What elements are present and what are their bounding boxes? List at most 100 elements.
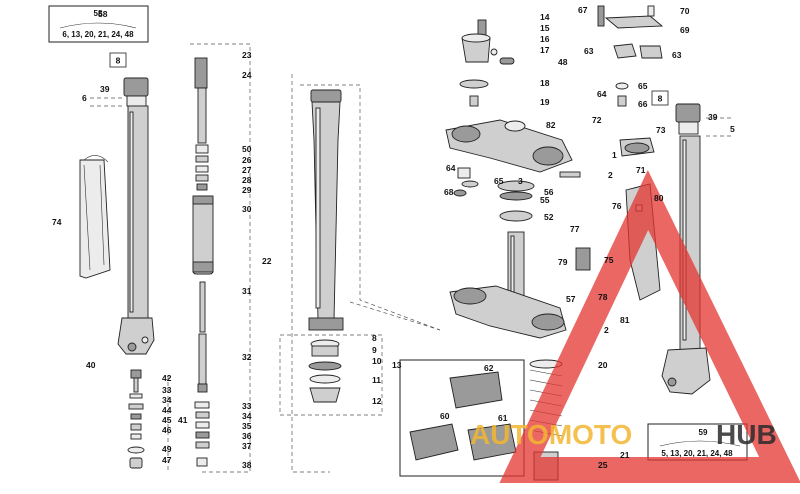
callout-13: 13 [392, 360, 402, 370]
callout-79: 79 [558, 257, 568, 267]
boxed-ref-8-left-text: 8 [116, 56, 121, 66]
callout-11: 11 [372, 375, 381, 385]
callout-39: 39 [708, 112, 718, 122]
callout-73: 73 [656, 125, 666, 135]
callout-42: 42 [162, 373, 172, 383]
callout-labels: 5863974404233344445464149472324502627282… [52, 5, 735, 470]
watermark-text-hub: HUB [716, 419, 777, 450]
callout-55: 55 [540, 195, 550, 205]
callout-15: 15 [540, 23, 550, 33]
watermark: AUTOMOTO HUB [470, 170, 800, 483]
stanchion-tube [308, 89, 344, 403]
callout-21: 21 [620, 450, 630, 460]
callout-41: 41 [178, 415, 188, 425]
callout-10: 10 [372, 356, 382, 366]
callout-82: 82 [546, 120, 556, 130]
callout-48: 48 [558, 57, 568, 67]
callout-68: 68 [444, 187, 454, 197]
callout-75: 75 [604, 255, 614, 265]
callout-66: 66 [638, 99, 648, 109]
callout-39: 39 [100, 84, 110, 94]
callout-47: 47 [162, 455, 172, 465]
callout-78: 78 [598, 292, 608, 302]
kit-box-58: 58 6, 13, 20, 21, 24, 48 [48, 5, 149, 43]
callout-74: 74 [52, 217, 62, 227]
callout-64: 64 [597, 89, 607, 99]
callout-32: 32 [242, 352, 252, 362]
steering-stem [445, 19, 581, 339]
callout-30: 30 [242, 204, 252, 214]
bottom-valve-stack [127, 369, 145, 469]
callout-58: 58 [98, 9, 108, 19]
callout-57: 57 [566, 294, 576, 304]
callout-33: 33 [162, 385, 172, 395]
callout-61: 61 [498, 413, 508, 423]
callout-20: 20 [598, 360, 608, 370]
callout-71: 71 [636, 165, 646, 175]
watermark-text-automoto: AUTOMOTO [470, 419, 632, 450]
callout-31: 31 [242, 286, 252, 296]
callout-49: 49 [162, 444, 172, 454]
callout-33: 33 [242, 401, 252, 411]
kit-box-59-contents: 5, 13, 20, 21, 24, 48 [661, 449, 733, 458]
callout-62: 62 [484, 363, 494, 373]
callout-12: 12 [372, 396, 382, 406]
callout-70: 70 [680, 6, 690, 16]
callout-65: 65 [638, 81, 648, 91]
callout-72: 72 [592, 115, 602, 125]
callout-17: 17 [540, 45, 550, 55]
fork-guard-74 [79, 155, 111, 279]
callout-81: 81 [620, 315, 630, 325]
callout-64: 64 [446, 163, 456, 173]
callout-45: 45 [162, 415, 172, 425]
handlebar-clamps [597, 5, 664, 107]
callout-63: 63 [584, 46, 594, 56]
callout-2: 2 [608, 170, 613, 180]
callout-22: 22 [262, 256, 272, 266]
callout-29: 29 [242, 185, 252, 195]
callout-6: 6 [82, 93, 87, 103]
kit-box-58-contents: 6, 13, 20, 21, 24, 48 [62, 30, 134, 39]
callout-3: 3 [518, 176, 523, 186]
callout-36: 36 [242, 431, 252, 441]
damper-cartridge [192, 57, 214, 467]
callout-14: 14 [540, 12, 550, 22]
callout-37: 37 [242, 441, 252, 451]
callout-63: 63 [672, 50, 682, 60]
seal-kit-inset [399, 359, 525, 477]
callout-69: 69 [680, 25, 690, 35]
callout-9: 9 [372, 345, 377, 355]
callout-46: 46 [162, 425, 172, 435]
callout-65: 65 [494, 176, 504, 186]
callout-8: 8 [372, 333, 377, 343]
boxed-ref-8-left: 8 [109, 52, 127, 68]
callout-5: 5 [730, 124, 735, 134]
callout-34: 34 [162, 395, 172, 405]
callout-67: 67 [578, 5, 588, 15]
callout-28: 28 [242, 175, 252, 185]
callout-25: 25 [598, 460, 608, 470]
callout-16: 16 [540, 34, 550, 44]
callout-38: 38 [242, 460, 252, 470]
callout-77: 77 [570, 224, 580, 234]
callout-19: 19 [540, 97, 550, 107]
callout-24: 24 [242, 70, 252, 80]
callout-27: 27 [242, 165, 252, 175]
boxed-ref-8-right: 8 [651, 90, 669, 106]
kit-box-59-title: 59 [699, 428, 708, 437]
callout-80: 80 [654, 193, 664, 203]
callout-1: 1 [612, 150, 617, 160]
callout-35: 35 [242, 421, 252, 431]
callout-23: 23 [242, 50, 252, 60]
left-fork-leg [117, 77, 155, 355]
callout-60: 60 [440, 411, 450, 421]
callout-26: 26 [242, 155, 252, 165]
callout-76: 76 [612, 201, 622, 211]
callout-56: 56 [544, 187, 554, 197]
boxed-ref-8-right-text: 8 [658, 94, 663, 104]
callout-50: 50 [242, 144, 252, 154]
callout-52: 52 [544, 212, 554, 222]
callout-40: 40 [86, 360, 96, 370]
